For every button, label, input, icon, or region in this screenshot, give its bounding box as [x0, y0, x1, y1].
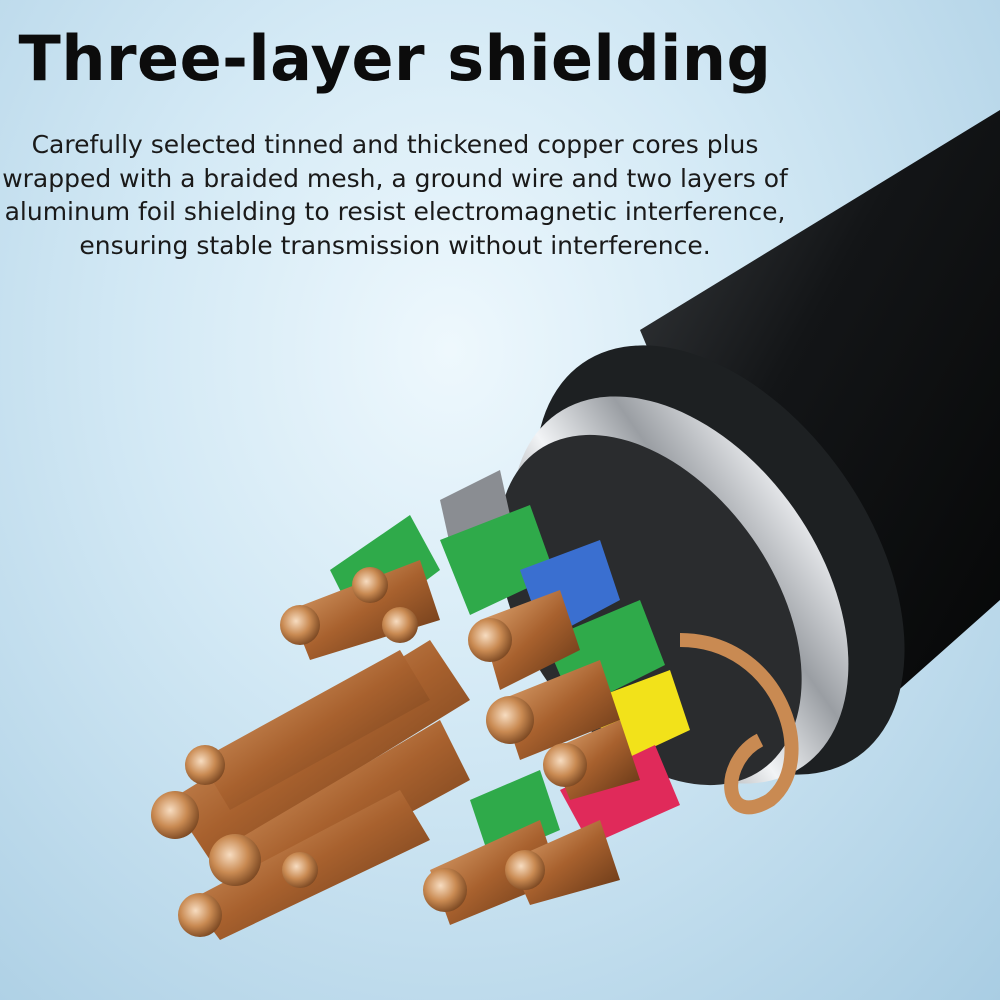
- copper-strands: [151, 560, 640, 940]
- page-title: Three-layer shielding: [18, 22, 772, 95]
- ground-wire: [679, 633, 799, 815]
- description-text: Carefully selected tinned and thickened …: [2, 130, 788, 260]
